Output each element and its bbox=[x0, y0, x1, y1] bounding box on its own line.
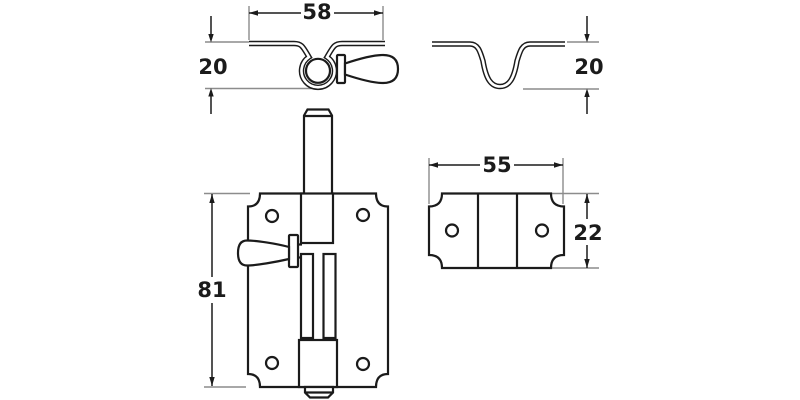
bolt-top-view bbox=[249, 40, 400, 91]
screw-hole bbox=[264, 355, 280, 371]
arrowhead bbox=[249, 10, 258, 16]
arrowhead bbox=[209, 194, 215, 203]
thumb-knob bbox=[343, 53, 400, 85]
arrowhead bbox=[554, 162, 563, 168]
thumb-handle bbox=[236, 239, 291, 267]
u-profile bbox=[432, 41, 565, 90]
dimension-81 bbox=[209, 194, 215, 386]
screw-hole bbox=[264, 208, 280, 224]
staple-profile-view bbox=[432, 41, 565, 90]
u-profile-inner bbox=[432, 42, 565, 88]
strap-loop-inner bbox=[249, 42, 385, 89]
dimension-22 bbox=[584, 194, 590, 268]
bolt-front-view bbox=[236, 108, 390, 399]
keeper-plate-view bbox=[427, 192, 566, 270]
arrowhead bbox=[584, 259, 590, 268]
screw-hole bbox=[355, 356, 371, 372]
bolt-guide-upper bbox=[299, 192, 335, 245]
arrowhead bbox=[208, 34, 214, 43]
dimension-20-right bbox=[584, 16, 590, 114]
bolt-rod bbox=[302, 108, 334, 196]
guide-rail-right bbox=[322, 252, 337, 340]
arrowhead bbox=[584, 34, 590, 43]
dimension-55 bbox=[429, 162, 563, 168]
screw-hole bbox=[444, 223, 460, 238]
arrowhead bbox=[584, 194, 590, 203]
arrowhead bbox=[374, 10, 383, 16]
extension-lines bbox=[204, 6, 599, 388]
screw-hole bbox=[355, 207, 371, 223]
dimension-lines bbox=[208, 10, 590, 386]
knob-collar bbox=[335, 53, 347, 85]
arrowhead bbox=[584, 88, 590, 97]
dim-label-profile-height: 20 bbox=[574, 55, 603, 79]
dim-label-keeper-width: 55 bbox=[482, 153, 511, 177]
dim-label-keeper-height: 22 bbox=[573, 221, 602, 245]
dimension-labels: 58 20 20 81 55 22 bbox=[197, 0, 603, 302]
back-plate bbox=[246, 192, 390, 389]
dimension-20-left bbox=[208, 16, 214, 114]
arrowhead bbox=[429, 162, 438, 168]
barrel-circle bbox=[304, 57, 332, 84]
dim-label-top-width: 58 bbox=[302, 0, 331, 24]
bolt-guide-lower bbox=[297, 338, 339, 389]
dim-label-top-height: 20 bbox=[198, 55, 227, 79]
guide-rail-left bbox=[299, 252, 315, 340]
dimension-58 bbox=[249, 10, 383, 16]
handle-collar bbox=[287, 233, 300, 269]
keeper-plate bbox=[427, 192, 566, 270]
dim-label-front-height: 81 bbox=[197, 278, 226, 302]
screw-hole bbox=[534, 223, 550, 238]
arrowhead bbox=[209, 377, 215, 386]
arrowhead bbox=[208, 88, 214, 97]
